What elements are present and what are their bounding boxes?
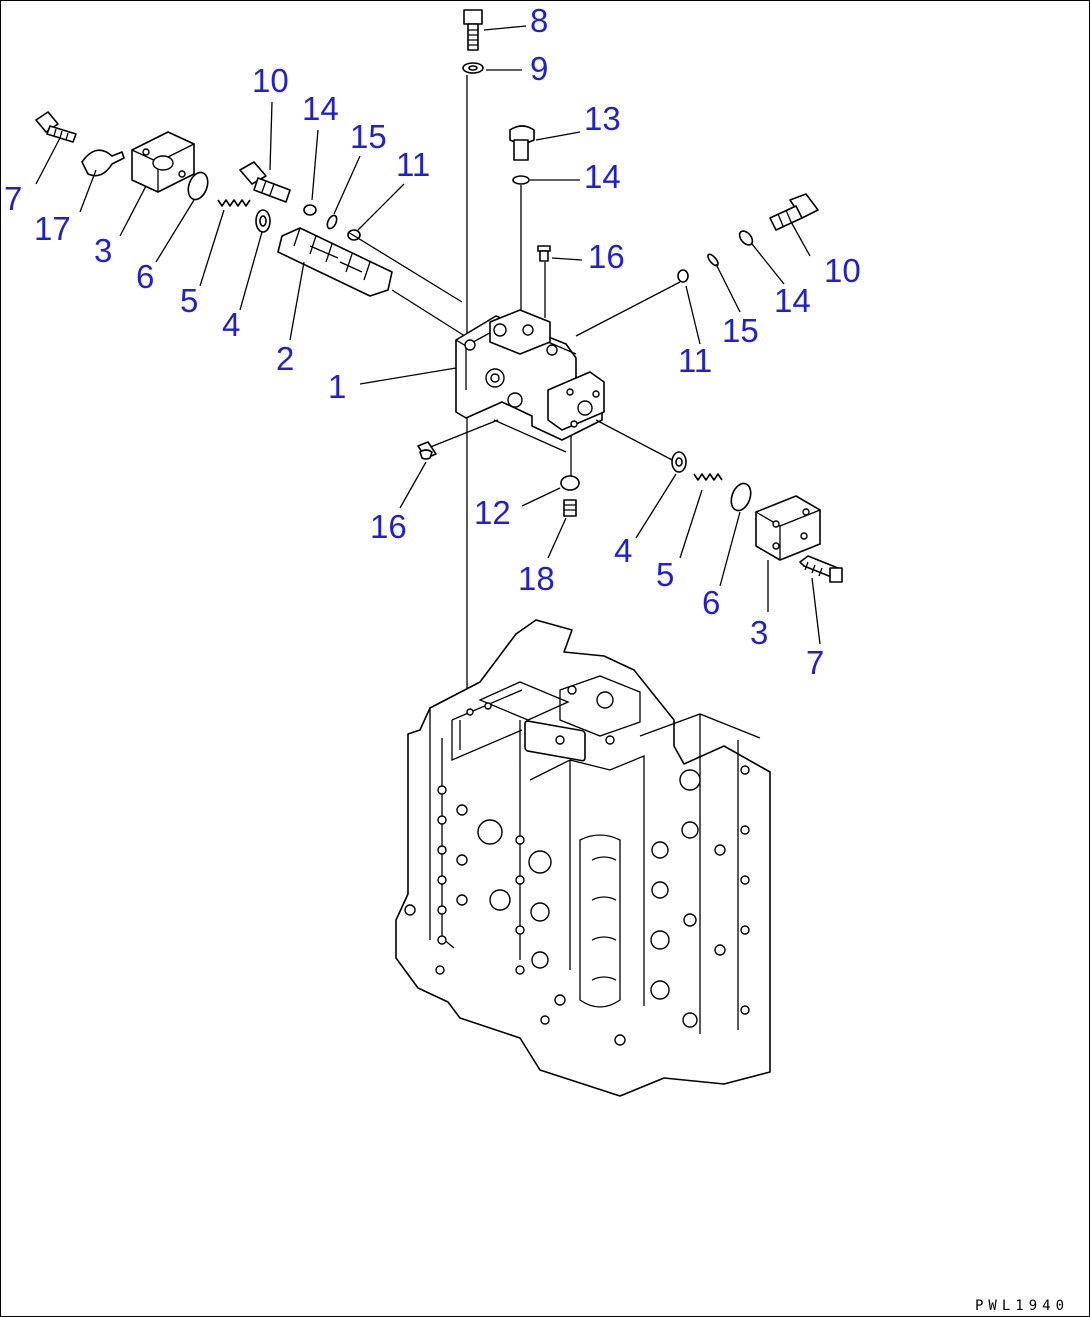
callout-number: 15	[722, 312, 759, 349]
o-ring-part-12	[560, 475, 580, 491]
plug-part-16-lower	[417, 441, 437, 460]
callout-number: 4	[614, 532, 632, 569]
callout-number: 4	[222, 306, 240, 343]
assembly-axis-line	[595, 419, 677, 463]
callout-number: 16	[370, 508, 407, 545]
o-ring-part-14-left	[303, 204, 317, 216]
valve-body-part-1	[455, 309, 605, 441]
assembly-axis-line	[575, 281, 681, 337]
callout-number: 6	[702, 584, 720, 621]
callout-number: 14	[774, 282, 811, 319]
bolt-part-7-right	[799, 555, 843, 583]
callout-number: 11	[396, 146, 430, 183]
plug-part-16	[537, 245, 551, 262]
callout-number: 3	[750, 614, 768, 651]
bolt-part-7-left	[35, 111, 77, 143]
washer-part-9	[462, 62, 484, 74]
assembly-axis-line	[427, 419, 499, 449]
spool-axis-line	[391, 289, 469, 339]
assembly-axis-line	[493, 419, 567, 453]
callout-number: 8	[530, 2, 548, 39]
retainer-part-4-left	[255, 209, 271, 233]
callout-number: 17	[34, 210, 71, 247]
retainer-part-4-right	[671, 451, 687, 473]
callout-number: 9	[530, 50, 548, 87]
plug-part-18	[563, 499, 577, 517]
cover-part-3-left	[131, 131, 195, 193]
callout-number: 13	[584, 100, 621, 137]
callout-number: 6	[136, 258, 154, 295]
callout-numbers: 8 9 10 14 15 11 13 14 16 7 17 3 6 5 4 2 …	[4, 2, 861, 681]
o-ring-part-11-right	[677, 269, 689, 283]
o-ring-part-6-left	[187, 171, 209, 201]
callout-number: 2	[276, 340, 294, 377]
fitting-part-10-left	[239, 161, 291, 203]
callout-number: 7	[4, 180, 22, 217]
o-ring-part-6-right	[730, 482, 752, 512]
plug-part-13	[509, 125, 535, 161]
callout-number: 11	[678, 342, 712, 379]
callout-number: 10	[252, 62, 289, 99]
callout-number: 10	[824, 252, 861, 289]
callout-leaders	[35, 25, 821, 645]
callout-number: 3	[94, 232, 112, 269]
main-valve-housing	[395, 619, 771, 1097]
cover-part-3-right	[755, 495, 821, 561]
o-ring-part-14	[512, 175, 530, 185]
o-ring-part-14-right	[738, 230, 754, 246]
callout-number: 16	[588, 238, 625, 275]
callout-number: 5	[180, 282, 198, 319]
o-ring-part-15-right	[707, 253, 719, 267]
o-ring-part-15-left	[326, 214, 338, 230]
callout-number: 7	[806, 644, 824, 681]
callout-number: 18	[518, 560, 555, 597]
callout-number: 14	[584, 158, 621, 195]
spring-part-5-right	[693, 473, 723, 481]
callout-number: 14	[302, 90, 339, 127]
bolt-part-8	[463, 9, 483, 51]
clamp-part-17	[81, 149, 125, 177]
callout-number: 5	[656, 556, 674, 593]
assembly-axis-line	[347, 231, 463, 303]
callout-number: 15	[350, 118, 387, 155]
callout-number: 1	[328, 368, 346, 405]
spool-part-2	[277, 227, 393, 297]
spring-part-5-left	[217, 199, 251, 207]
drawing-code: PWL1940	[975, 1298, 1069, 1314]
fitting-part-10-right	[769, 193, 819, 231]
callout-number: 12	[474, 494, 511, 531]
